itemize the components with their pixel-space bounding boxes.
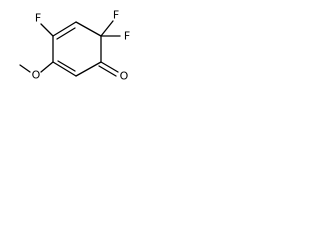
bond-c3-f1 [100,20,114,37]
atom-label-f-top-left: F [35,12,41,25]
double-bond-c5-c6 [57,60,76,72]
atom-label-f-gem-1: F [113,9,119,22]
bond-o-ch3 [19,64,31,73]
bond-c4-o [100,61,119,73]
atom-label-ether-o: O [32,69,41,82]
atom-label-f-gem-2: F [124,30,130,43]
bond-c1-c2 [52,21,77,37]
atom-label-carbonyl-o: O [120,70,129,83]
molecule-structure: F F F O O [19,9,130,83]
bond-c6-o [40,61,54,73]
bond-c1-f [40,23,54,37]
double-bond-c4-o [98,65,117,77]
bond-c4-c5 [75,61,102,77]
bond-c5-c6 [52,61,77,77]
bond-c2-c3 [75,21,102,37]
double-bond-c1-c2 [56,27,76,40]
